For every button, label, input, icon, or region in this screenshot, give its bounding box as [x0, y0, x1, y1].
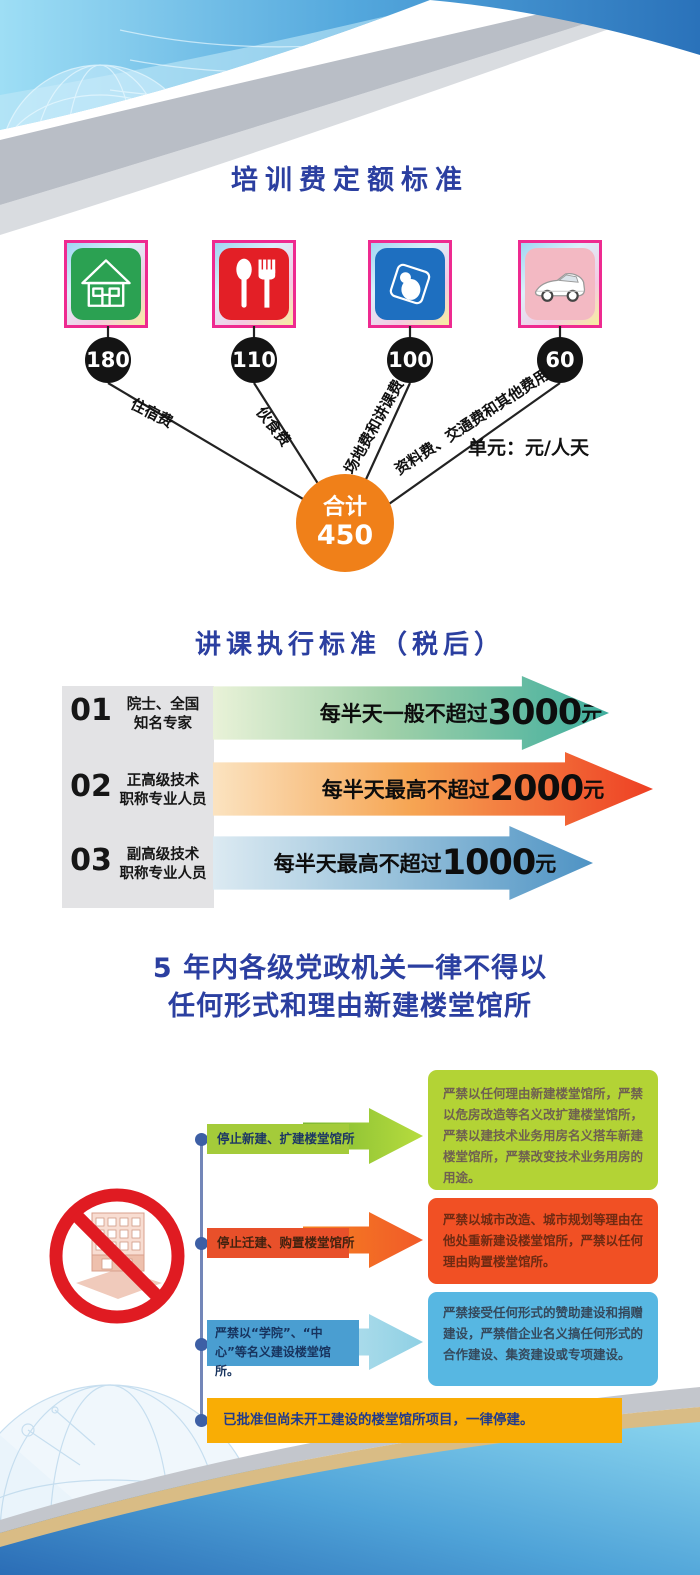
total-value: 450: [316, 520, 374, 552]
grade-who-3-line1: 副高级技术: [126, 847, 200, 863]
grade-who-2: 正高级技术 职称专业人员: [112, 772, 214, 810]
rule-detail-3: 严禁接受任何形式的赞助建设和捐赠建设，严禁借企业名义搞任何形式的合作建设、集资建…: [428, 1292, 658, 1386]
fee-tile-materials: [518, 240, 602, 328]
grade-who-3: 副高级技术 职称专业人员: [112, 846, 214, 884]
grade-who-1-line2: 知名专家: [134, 716, 192, 732]
person-badge-icon: [375, 248, 445, 320]
grade-unit-3: 元: [535, 852, 557, 876]
grade-text-1: 每半天一般不超过: [319, 702, 488, 726]
grade-who-2-line2: 职称专业人员: [119, 792, 207, 808]
timeline-dot-4: [195, 1414, 208, 1427]
total-label: 合计: [322, 494, 367, 520]
grade-amount-2: 2000: [489, 769, 584, 809]
section3-title-line2: 任何形式和理由新建楼堂馆所: [168, 991, 532, 1022]
car-icon: [525, 248, 595, 320]
fee-amount-meals: 110: [231, 337, 277, 383]
grade-who-3-line2: 职称专业人员: [119, 866, 207, 882]
timeline-line: [200, 1136, 203, 1426]
cutlery-icon: [219, 248, 289, 320]
grade-text-3: 每半天最高不超过: [273, 852, 442, 876]
rule-detail-1: 严禁以任何理由新建楼堂馆所，严禁以危房改造等名义改扩建楼堂馆所，严禁以建技术业务…: [428, 1070, 658, 1190]
connector-lines: [106, 326, 562, 517]
rule-detail-2: 严禁以城市改造、城市规划等理由在他处重新建设楼堂馆所，严禁以任何理由购置楼堂馆所…: [428, 1198, 658, 1284]
unit-note: 单元：元/人天: [468, 437, 589, 459]
grade-number-2: 02: [70, 769, 112, 804]
house-icon: [71, 248, 141, 320]
grade-who-1-line1: 院士、全国: [126, 697, 200, 713]
halt-construction-bar: 已批准但尚未开工建设的楼堂馆所项目，一律停建。: [207, 1398, 622, 1443]
fee-tile-venue: [368, 240, 452, 328]
fee-tile-meals: [212, 240, 296, 328]
grade-who-1: 院士、全国 知名专家: [112, 696, 214, 734]
timeline-dot-2: [195, 1237, 208, 1250]
grade-amount-1: 3000: [487, 693, 582, 733]
grade-unit-2: 元: [583, 778, 605, 802]
rule-label-2: 停止迁建、购置楼堂馆所: [207, 1228, 355, 1258]
grade-number-1: 01: [70, 693, 112, 728]
section3-title-line1: 5 年内各级党政机关一律不得以: [152, 953, 548, 984]
section1-title: 培训费定额标准: [231, 165, 469, 196]
top-banner-graphic: [0, 0, 700, 235]
grade-number-3: 03: [70, 843, 112, 878]
fee-amount-lodging: 180: [85, 337, 131, 383]
fee-amount-venue: 100: [387, 337, 433, 383]
fee-tile-lodging: [64, 240, 148, 328]
no-construction-sign: [49, 1188, 185, 1324]
rule-label-1: 停止新建、扩建楼堂馆所: [207, 1124, 355, 1154]
grade-who-2-line1: 正高级技术: [126, 773, 200, 789]
timeline-dot-3: [195, 1338, 208, 1351]
fee-amount-materials: 60: [537, 337, 583, 383]
speaker-grade-panel: [62, 686, 214, 908]
timeline-dot-1: [195, 1133, 208, 1146]
grade-amount-3: 1000: [441, 843, 536, 883]
rule-label-3: 严禁以“学院”、“中心”等名义建设楼堂馆所。: [207, 1320, 359, 1378]
section2-title: 讲课执行标准（税后）: [194, 630, 505, 660]
total-circle: 合计 450: [296, 474, 394, 572]
grade-text-2: 每半天最高不超过: [321, 778, 490, 802]
grade-unit-1: 元: [581, 702, 603, 726]
